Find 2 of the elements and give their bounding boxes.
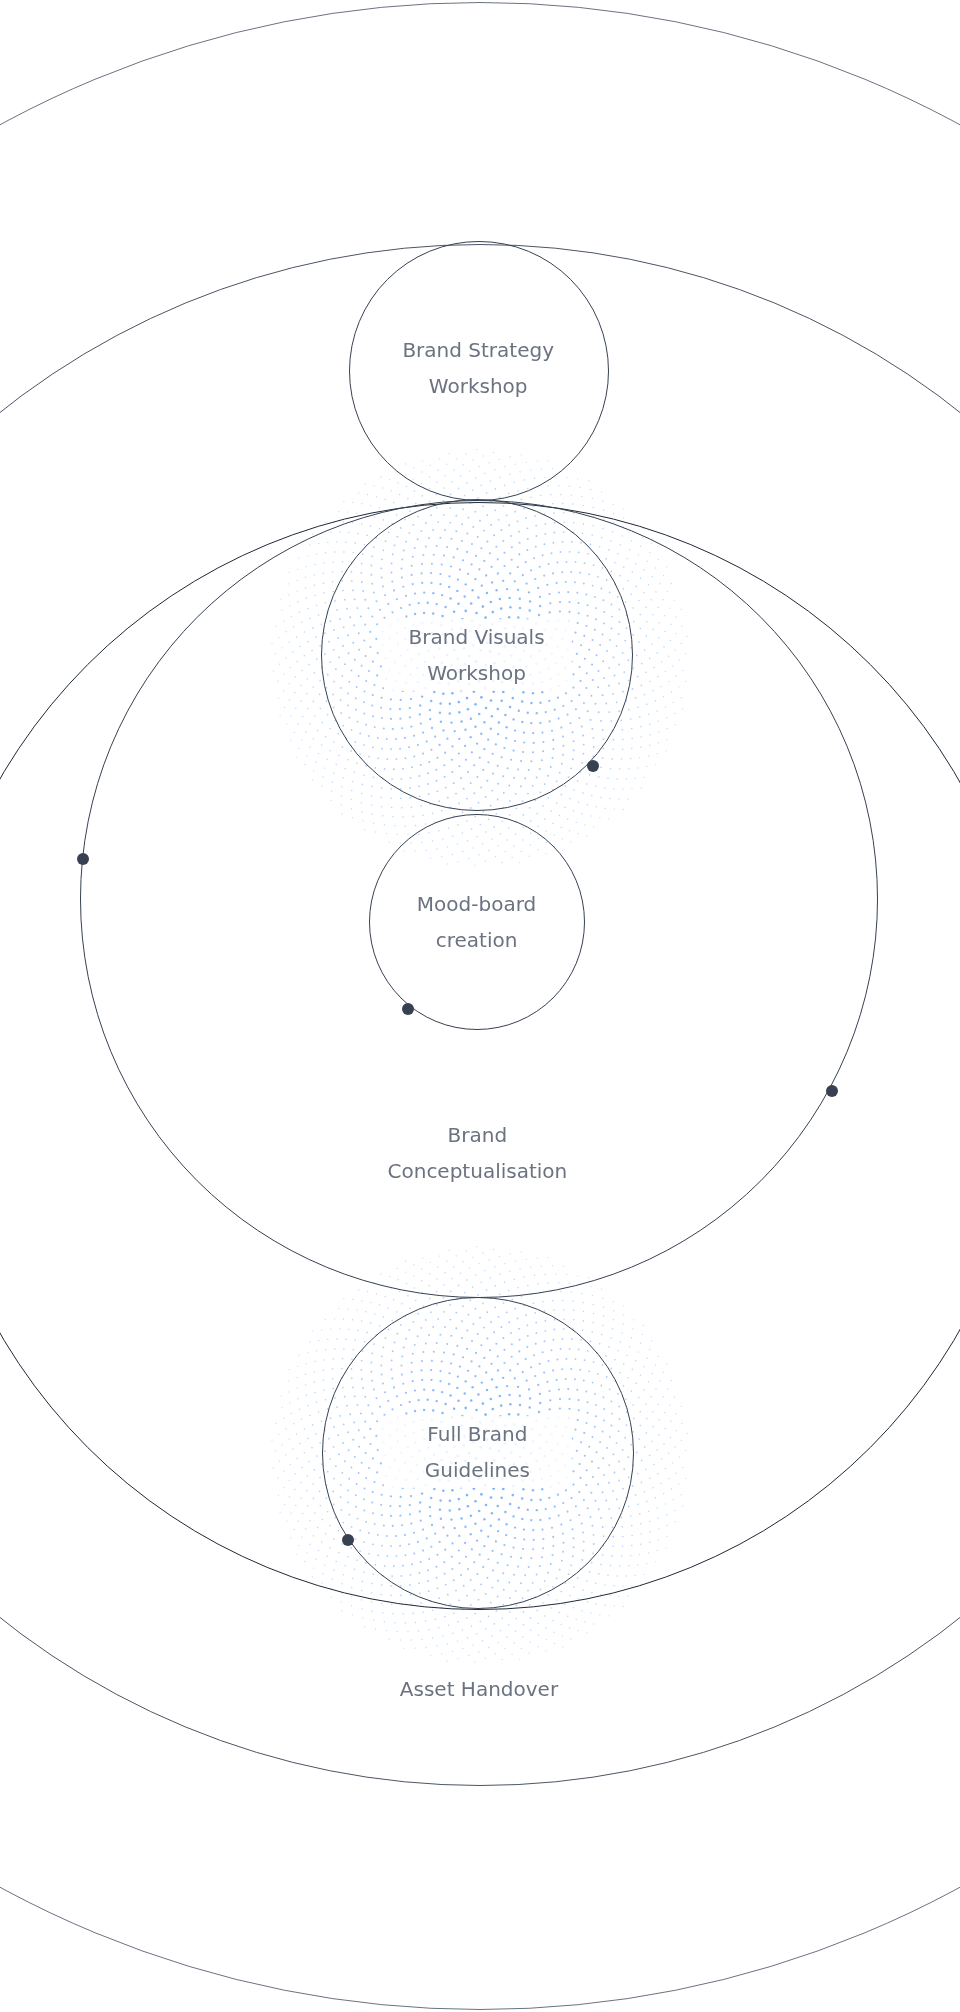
- stage-label: Brand Visuals Workshop: [381, 618, 572, 691]
- stage-label: Full Brand Guidelines: [382, 1416, 573, 1489]
